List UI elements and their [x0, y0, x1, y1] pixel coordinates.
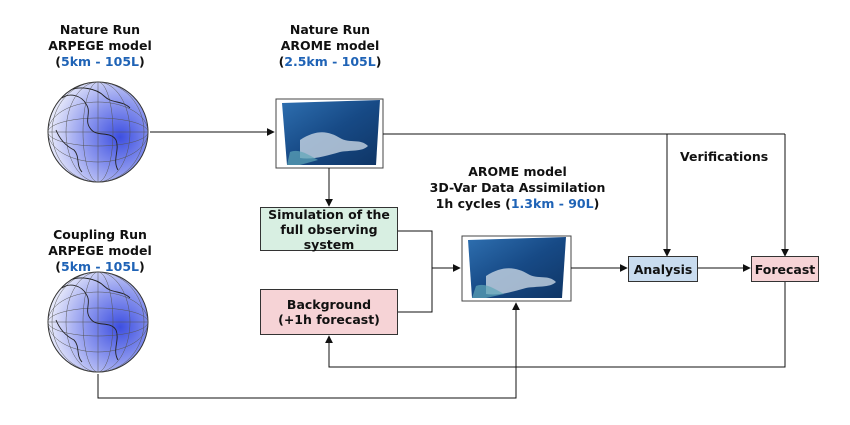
open-paren: ( — [55, 54, 61, 69]
coupling-arpege-title: Coupling Run — [53, 227, 147, 242]
nature-arome-model: AROME model — [280, 38, 380, 53]
resolution-text: 1.3km - 90L — [510, 196, 594, 211]
forecast-box: Forecast — [751, 256, 819, 282]
verifications-label: Verifications — [680, 149, 769, 164]
nature-arpege-label: Nature Run ARPEGE model (5km - 105L) — [40, 22, 160, 70]
close-paren: ) — [375, 54, 382, 69]
regional-map-icon — [275, 98, 384, 169]
resolution-text: 2.5km - 105L — [284, 54, 376, 69]
globe-icon — [47, 271, 149, 373]
background-box: Background (+1h forecast) — [260, 289, 398, 335]
open-paren: ( — [278, 54, 285, 69]
assimilation-method: 3D-Var Data Assimilation — [429, 180, 606, 195]
nature-arpege-resolution-line: (5km - 105L) — [40, 54, 160, 70]
nature-arome-title: Nature Run — [289, 22, 371, 37]
coupling-arpege-model: ARPEGE model — [48, 243, 152, 258]
nature-arpege-title: Nature Run — [59, 22, 141, 37]
open-paren: ( — [55, 259, 61, 274]
analysis-box: Analysis — [628, 256, 698, 282]
nature-arpege-model: ARPEGE model — [48, 38, 152, 53]
regional-map-icon — [461, 235, 572, 302]
close-paren: ) — [593, 196, 600, 211]
connector-lines — [97, 128, 789, 399]
assimilation-label: AROME model 3D-Var Data Assimilation 1h … — [425, 164, 610, 212]
resolution-text: 5km - 105L — [61, 259, 139, 274]
resolution-text: 5km - 105L — [61, 54, 139, 69]
coupling-arpege-label: Coupling Run ARPEGE model (5km - 105L) — [40, 227, 160, 275]
simulation-box: Simulation of the full observing system — [260, 207, 398, 252]
close-paren: ) — [139, 54, 145, 69]
coupling-arpege-resolution-line: (5km - 105L) — [40, 259, 160, 275]
assimilation-title: AROME model — [468, 164, 567, 179]
nature-arome-resolution-line: (2.5km - 105L) — [270, 54, 390, 70]
nature-arome-label: Nature Run AROME model (2.5km - 105L) — [270, 22, 390, 70]
globe-icon — [47, 81, 149, 183]
cycle-prefix: 1h cycles ( — [435, 196, 511, 211]
assimilation-cycle-line: 1h cycles (1.3km - 90L) — [425, 196, 610, 212]
close-paren: ) — [139, 259, 145, 274]
